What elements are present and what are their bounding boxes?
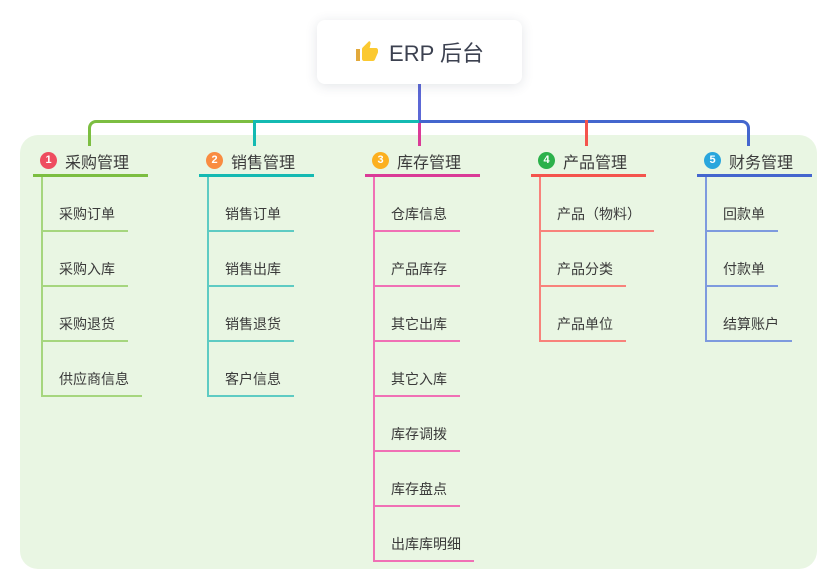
branch-label: 销售管理	[231, 154, 296, 172]
branch-header-4[interactable]: 4 产品管理	[531, 147, 646, 177]
leaf-label: 库存盘点	[391, 481, 447, 497]
branch-header-5[interactable]: 5 财务管理	[697, 147, 812, 177]
connector-drop-inventory	[418, 123, 421, 146]
leaf-label: 产品库存	[391, 261, 447, 277]
branch-number-badge: 5	[704, 152, 721, 169]
leaf-node[interactable]: 出库库明细	[375, 507, 474, 562]
branch-header-3[interactable]: 3 库存管理	[365, 147, 480, 177]
leaf-node[interactable]: 采购入库	[43, 232, 128, 287]
leaf-node[interactable]: 其它出库	[375, 287, 460, 342]
branch-list-1: 采购订单采购入库采购退货供应商信息	[41, 177, 142, 397]
leaf-label: 库存调拨	[391, 426, 447, 442]
leaf-node[interactable]: 采购订单	[43, 177, 128, 232]
leaf-node[interactable]: 付款单	[707, 232, 778, 287]
leaf-label: 供应商信息	[59, 371, 129, 387]
leaf-node[interactable]: 销售出库	[209, 232, 294, 287]
branch-number-badge: 2	[206, 152, 223, 169]
leaf-label: 产品分类	[557, 261, 613, 277]
connector-elbow-finance	[419, 120, 750, 146]
leaf-label: 回款单	[723, 206, 765, 222]
connector-trunk	[418, 84, 421, 123]
leaf-node[interactable]: 结算账户	[707, 287, 792, 342]
branch-list-2: 销售订单销售出库销售退货客户信息	[207, 177, 294, 397]
connector-drop-product	[585, 120, 588, 146]
leaf-node[interactable]: 供应商信息	[43, 342, 142, 397]
leaf-label: 采购入库	[59, 261, 115, 277]
leaf-node[interactable]: 其它入库	[375, 342, 460, 397]
leaf-label: 销售退货	[225, 316, 281, 332]
leaf-node[interactable]: 采购退货	[43, 287, 128, 342]
leaf-node[interactable]: 客户信息	[209, 342, 294, 397]
branch-list-4: 产品（物料） 产品分类产品单位	[539, 177, 654, 342]
leaf-label: 仓库信息	[391, 206, 447, 222]
leaf-node[interactable]: 产品分类	[541, 232, 626, 287]
leaf-label: 销售出库	[225, 261, 281, 277]
branch-number-badge: 3	[372, 152, 389, 169]
leaf-label: 客户信息	[225, 371, 281, 387]
leaf-label: 其它出库	[391, 316, 447, 332]
connector-elbow-purchase	[88, 120, 253, 146]
branch-header-2[interactable]: 2 销售管理	[199, 147, 314, 177]
branch-list-5: 回款单付款单结算账户	[705, 177, 792, 342]
root-title: ERP 后台	[389, 41, 484, 66]
root-node[interactable]: ERP 后台	[317, 20, 522, 84]
branch-number-badge: 4	[538, 152, 555, 169]
leaf-label: 产品单位	[557, 316, 613, 332]
leaf-node[interactable]: 产品单位	[541, 287, 626, 342]
branch-number-badge: 1	[40, 152, 57, 169]
leaf-node[interactable]: 库存调拨	[375, 397, 460, 452]
leaf-label: 其它入库	[391, 371, 447, 387]
branch-label: 产品管理	[563, 154, 628, 172]
leaf-node[interactable]: 产品（物料）	[541, 177, 654, 232]
branch-header-1[interactable]: 1 采购管理	[33, 147, 148, 177]
leaf-label: 付款单	[723, 261, 765, 277]
leaf-node[interactable]: 回款单	[707, 177, 778, 232]
connector-elbow-sales	[253, 120, 419, 146]
branches-panel	[20, 135, 817, 569]
leaf-label: 出库库明细	[391, 536, 461, 552]
branch-label: 财务管理	[729, 154, 794, 172]
leaf-label: 产品（物料）	[557, 206, 641, 222]
leaf-node[interactable]: 仓库信息	[375, 177, 460, 232]
leaf-node[interactable]: 产品库存	[375, 232, 460, 287]
branch-list-3: 仓库信息产品库存其它出库其它入库库存调拨库存盘点出库库明细	[373, 177, 474, 562]
leaf-label: 销售订单	[225, 206, 281, 222]
leaf-label: 结算账户	[723, 316, 779, 332]
leaf-label: 采购退货	[59, 316, 115, 332]
branch-label: 采购管理	[65, 154, 130, 172]
leaf-node[interactable]: 库存盘点	[375, 452, 460, 507]
leaf-node[interactable]: 销售退货	[209, 287, 294, 342]
thumbs-up-icon	[355, 40, 379, 64]
leaf-node[interactable]: 销售订单	[209, 177, 294, 232]
leaf-label: 采购订单	[59, 206, 115, 222]
branch-label: 库存管理	[397, 154, 462, 172]
